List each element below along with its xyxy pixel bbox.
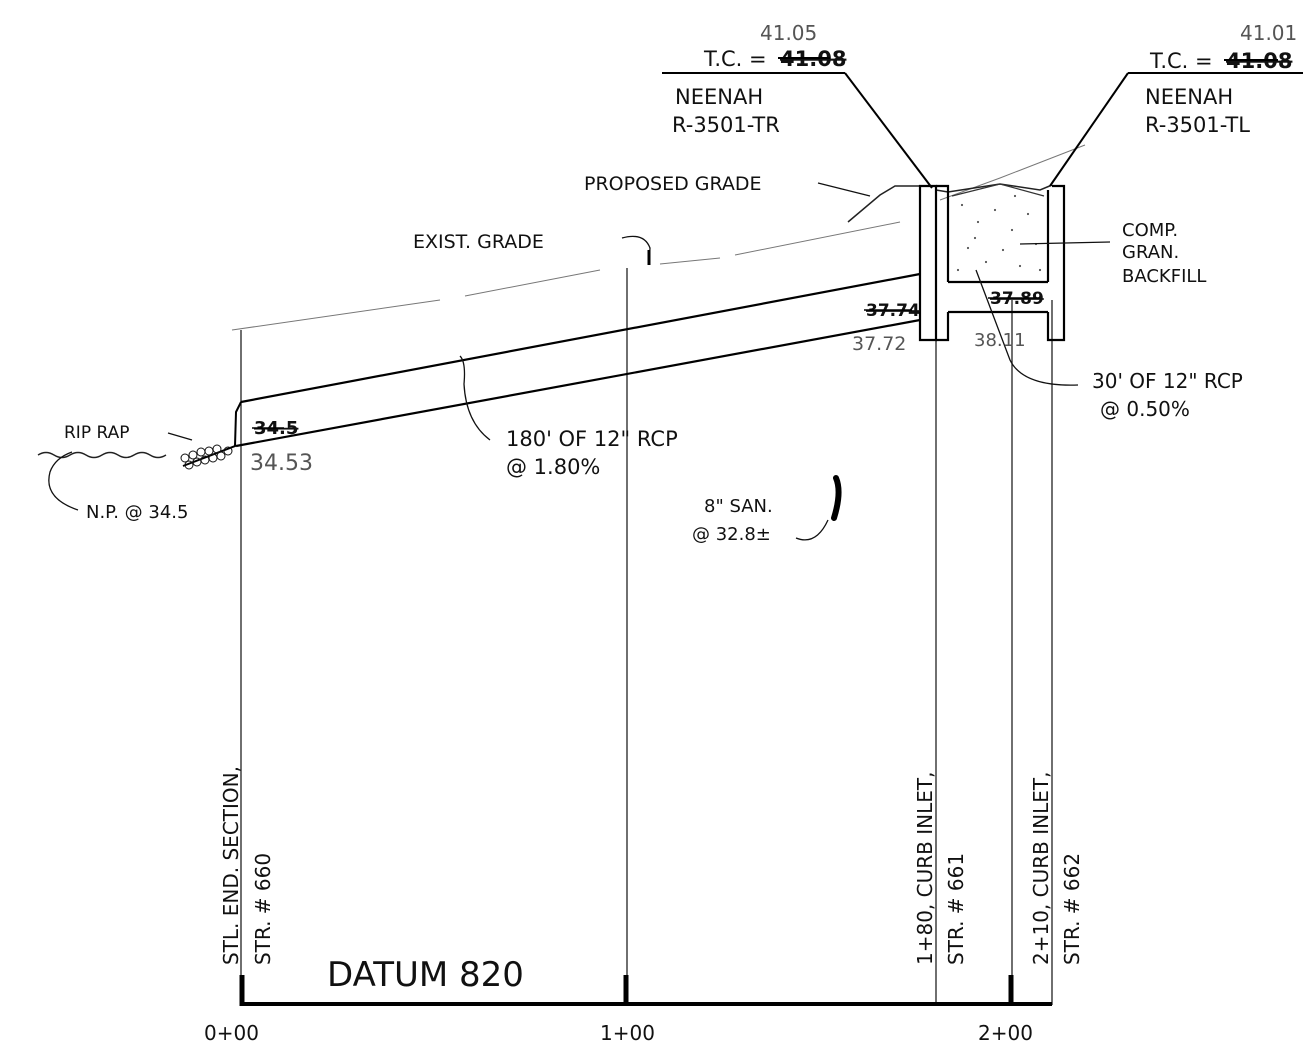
- backfill-label-2: GRAN.: [1122, 242, 1179, 263]
- backfill-leader: [1019, 241, 1111, 245]
- short-pipe-label-2: @ 0.50%: [1100, 397, 1190, 421]
- existing-grade-line: [231, 144, 1086, 331]
- tc-right-casting-2: R-3501-TL: [1145, 113, 1250, 137]
- sanitary-leader: [795, 519, 829, 541]
- sanitary-pipe-mark: [831, 475, 842, 521]
- short-pipe-label-1: 30' OF 12" RCP: [1092, 369, 1243, 393]
- backfill-stipple: [956, 194, 1042, 272]
- main-pipe-bottom: [235, 318, 921, 448]
- end-section-label-2: STR. # 660: [251, 853, 275, 965]
- tc-left-casting-1: NEENAH: [675, 85, 763, 109]
- rip-rap-label: RIP RAP: [64, 423, 130, 443]
- main-pipe-label-2: @ 1.80%: [506, 455, 600, 479]
- end-section-outline: [182, 401, 242, 467]
- main-pipe-leader: [459, 355, 491, 441]
- tc-right-label: T.C. =: [1149, 49, 1213, 73]
- existing-grade: [231, 144, 1086, 331]
- inlet-662: [936, 184, 1066, 342]
- short-pipe-leader: [975, 269, 1079, 386]
- station-label-2: 2+00: [978, 1021, 1033, 1045]
- station-label-0: 0+00: [204, 1021, 259, 1045]
- tc-left-casting-2: R-3501-TR: [672, 113, 780, 137]
- tc-left-revised: 41.05: [760, 21, 817, 45]
- backfill-label-1: COMP.: [1122, 220, 1178, 241]
- datum-label: DATUM 820: [327, 955, 524, 995]
- datum-baseline: [239, 975, 1052, 1006]
- normal-pool-label: N.P. @ 34.5: [86, 502, 188, 523]
- sanitary-label-2: @ 32.8±: [692, 524, 771, 545]
- rip-rap-stones: [180, 444, 233, 470]
- exist-grade-leader: [621, 235, 651, 266]
- inlet-661-walls: [918, 184, 938, 342]
- leaders: [662, 72, 1303, 189]
- tc-left-label: T.C. =: [703, 47, 767, 71]
- rip-rap-leader: [167, 432, 193, 441]
- tc-right-casting-1: NEENAH: [1145, 85, 1233, 109]
- np-leader: [48, 451, 79, 511]
- backfill-crown: [951, 183, 1045, 197]
- proposed-grade-line: [847, 185, 920, 223]
- end-section-label-1: STL. END. SECTION,: [219, 766, 243, 965]
- invert-661-revised: 37.72: [852, 333, 906, 355]
- inlet-662-right-wall: [1046, 184, 1066, 342]
- proposed-grade-label: PROPOSED GRADE: [584, 173, 762, 195]
- main-pipe-label-1: 180' OF 12" RCP: [506, 427, 678, 451]
- main-pipe-top: [240, 272, 921, 404]
- end-section: [182, 401, 242, 467]
- inlet-661: [918, 184, 938, 342]
- invert-661-original: 37.74: [866, 301, 920, 321]
- inlet-661-label-1: 1+80, CURB INLET,: [913, 772, 937, 965]
- callout-leaders: [48, 182, 1111, 541]
- inlet-662-left-wall: [936, 184, 950, 342]
- inlet-662-label-1: 2+10, CURB INLET,: [1029, 772, 1053, 965]
- invert-662-revised: 38.11: [974, 330, 1026, 351]
- main-pipe: [235, 272, 921, 448]
- proposed-grade-leader: [817, 182, 871, 197]
- backfill-label-3: BACKFILL: [1122, 266, 1206, 287]
- tc-right-leader: [1049, 72, 1129, 187]
- invert-outlet-revised: 34.53: [250, 451, 313, 476]
- tc-left-leader: [844, 72, 933, 189]
- sanitary-label-1: 8" SAN.: [704, 496, 773, 517]
- water-surface: [37, 451, 167, 459]
- inlet-661-label-2: STR. # 661: [944, 853, 968, 965]
- tc-right-revised: 41.01: [1240, 21, 1297, 45]
- short-pipe: [948, 280, 1048, 314]
- exist-grade-label: EXIST. GRADE: [413, 231, 544, 253]
- inlet-662-label-2: STR. # 662: [1060, 853, 1084, 965]
- invert-662-original: 37.89: [990, 289, 1044, 309]
- station-label-1: 1+00: [600, 1021, 655, 1045]
